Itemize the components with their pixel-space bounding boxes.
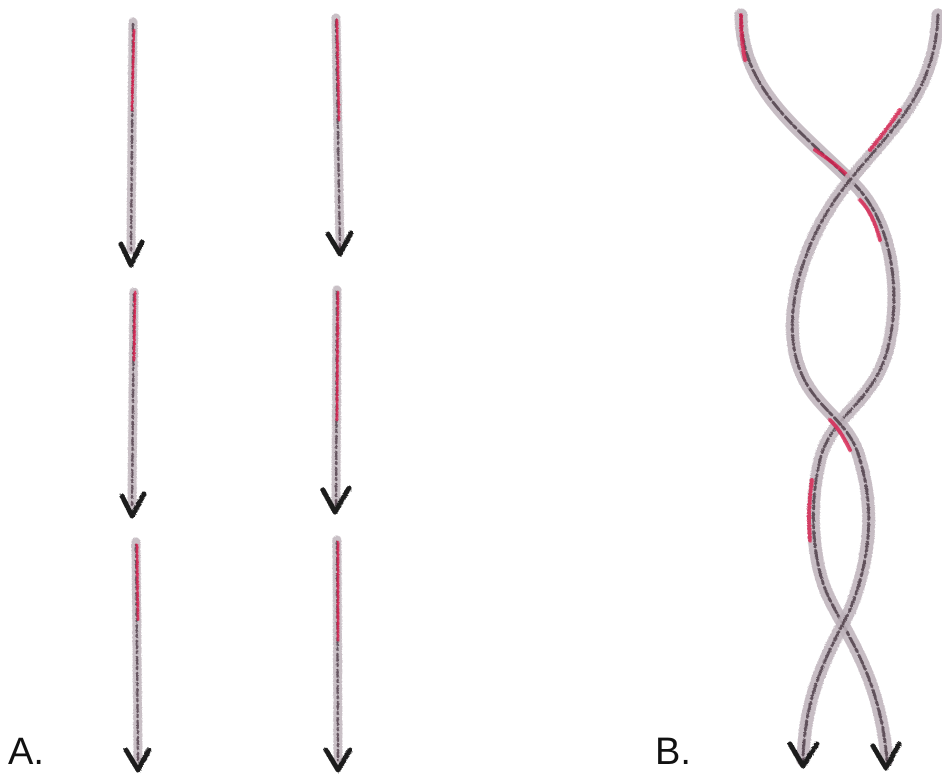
panel-a-label: A. [8, 733, 44, 771]
strand-a-col2-row2 [323, 290, 349, 512]
panel-b-intertwined-strands [741, 15, 938, 768]
strand-a-col2-row1 [328, 18, 351, 254]
strand-a-col1-row3 [126, 542, 149, 770]
strand-a-col2-row3 [326, 540, 350, 770]
strand-a-col1-row1 [121, 22, 142, 265]
strand-a-col1-row2 [122, 292, 144, 516]
panel-a-strands [121, 18, 351, 770]
strand-b-left-start [741, 15, 894, 760]
panel-b-label: B. [655, 733, 691, 771]
